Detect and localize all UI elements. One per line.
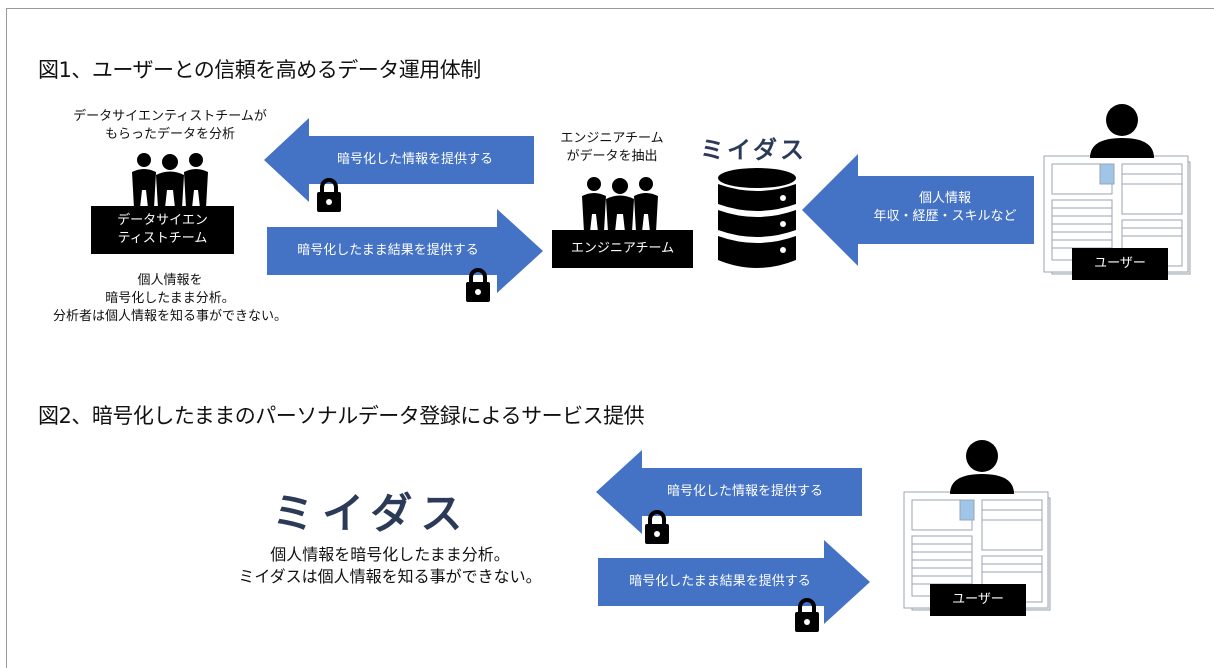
- ds-caption: データサイエンティストチームが もらったデータを分析: [50, 108, 290, 144]
- ds-box-line2: ティストチーム: [117, 231, 208, 246]
- database-icon: [718, 168, 796, 268]
- fig2-note: 個人情報を暗号化したまま分析。 ミイダスは個人情報を知る事ができない。: [220, 544, 560, 588]
- ds-note: 個人情報を 暗号化したまま分析。 分析者は個人情報を知る事ができない。: [40, 272, 300, 326]
- fig1-user-box: ユーザー: [1072, 248, 1168, 280]
- lock-icon: [645, 510, 669, 544]
- fig1-title: 図1、ユーザーとの信頼を高めるデータ運用体制: [38, 58, 481, 82]
- fig2-note-line2: ミイダスは個人情報を知る事ができない。: [238, 567, 542, 586]
- personal-info-line1: 個人情報: [918, 191, 971, 206]
- fig2-left-arrow-label: 暗号化した情報を提供する: [666, 484, 823, 499]
- personal-info-line2: 年収・経歴・スキルなど: [873, 209, 1017, 224]
- fig2-right-arrow-label: 暗号化したまま結果を提供する: [629, 574, 811, 589]
- miidas-logo-large: ミイダス: [272, 489, 471, 538]
- ds-box-line1: データサイエン: [117, 213, 208, 228]
- eng-caption: エンジニアチーム がデータを抽出: [548, 130, 676, 166]
- fig2-note-line1: 個人情報を暗号化したまま分析。: [270, 545, 510, 564]
- ds-note-line3: 分析者は個人情報を知る事ができない。: [52, 309, 287, 324]
- fig1-personal-info-label: 個人情報 年収・経歴・スキルなど: [860, 190, 1030, 226]
- diagram-canvas: 図1、ユーザーとの信頼を高めるデータ運用体制 データサイエンティストチームが も…: [6, 8, 1214, 668]
- fig2-user-box: ユーザー: [930, 584, 1026, 616]
- team-people-icon: [582, 177, 658, 232]
- team-people-icon: [132, 153, 208, 208]
- lock-icon: [795, 598, 819, 632]
- lock-icon: [317, 178, 341, 212]
- eng-caption-line2: がデータを抽出: [566, 149, 658, 164]
- ds-caption-line1: データサイエンティストチームが: [73, 109, 267, 124]
- ds-team-box: データサイエン ティストチーム: [91, 206, 234, 254]
- fig1-left-arrow-label: 暗号化した情報を提供する: [336, 152, 493, 167]
- ds-caption-line2: もらったデータを分析: [104, 127, 235, 142]
- ds-note-line2: 暗号化したまま分析。: [105, 291, 235, 306]
- miidas-logo: ミイダス: [700, 136, 808, 164]
- fig1-personal-info-arrow: [802, 154, 1034, 266]
- eng-team-box: エンジニアチーム: [552, 230, 693, 268]
- lock-icon: [466, 268, 490, 302]
- frame-border: [6, 8, 1214, 668]
- fig2-title: 図2、暗号化したままのパーソナルデータ登録によるサービス提供: [38, 404, 645, 428]
- fig1-right-arrow-label: 暗号化したまま結果を提供する: [297, 243, 479, 258]
- ds-note-line1: 個人情報を: [137, 273, 203, 288]
- eng-caption-line1: エンジニアチーム: [560, 131, 664, 146]
